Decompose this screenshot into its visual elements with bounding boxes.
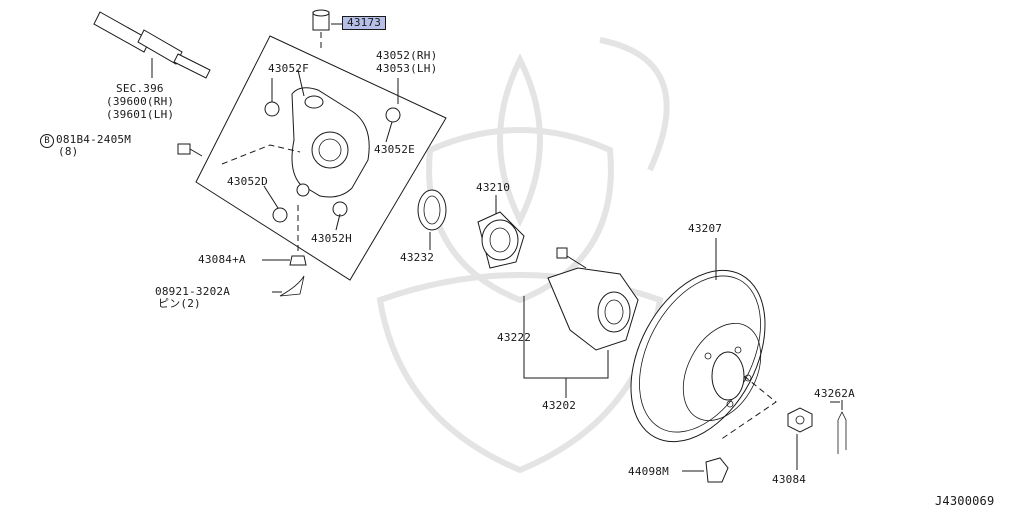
seal-43232 — [417, 189, 447, 231]
pin-quantity: ピン(2) — [158, 297, 201, 310]
part-label-43173[interactable]: 43173 — [342, 16, 387, 30]
section-label-396[interactable]: SEC.396 — [116, 82, 164, 95]
knuckle — [291, 87, 370, 198]
bushing-group — [264, 101, 401, 223]
part-label-43052-rh[interactable]: 43052(RH) — [376, 49, 438, 62]
cotter-pin-43262a — [837, 400, 847, 454]
diagram-id: J4300069 — [935, 494, 995, 508]
part-label-43207[interactable]: 43207 — [688, 222, 723, 235]
part-label-43210[interactable]: 43210 — [476, 181, 511, 194]
nut-43084 — [787, 407, 813, 470]
part-label-43053-lh[interactable]: 43053(LH) — [376, 62, 438, 75]
part-label-43202[interactable]: 43202 — [542, 399, 577, 412]
grommet-43173 — [312, 9, 342, 52]
bushing-44098m — [682, 457, 729, 483]
bearing-43210 — [477, 211, 525, 269]
part-label-43262a[interactable]: 43262A — [814, 387, 855, 400]
section-lh-label: (39601(LH) — [106, 108, 175, 121]
leader-lines — [262, 69, 840, 403]
watermark-emblem — [376, 37, 670, 474]
part-label-08921-3202a[interactable]: 08921-3202A — [155, 285, 231, 298]
part-label-43084a[interactable]: 43084+A — [198, 253, 246, 266]
part-label-43222[interactable]: 43222 — [497, 331, 532, 344]
part-label-43052f[interactable]: 43052F — [268, 62, 309, 75]
drive-shaft — [93, 11, 211, 79]
lower-nut-and-pin — [279, 205, 307, 297]
part-label-43052e[interactable]: 43052E — [374, 143, 415, 156]
hub-43222 — [547, 247, 639, 351]
knuckle-box-outline — [195, 35, 447, 281]
bolt-prefix-circle: B — [40, 134, 54, 148]
part-label-43052d[interactable]: 43052D — [227, 175, 268, 188]
rotor-43207 — [630, 238, 777, 443]
part-label-43052h[interactable]: 43052H — [311, 232, 352, 245]
section-rh-label: (39600(RH) — [106, 95, 175, 108]
part-label-43232[interactable]: 43232 — [400, 251, 435, 264]
part-label-081b4-2405m[interactable]: 081B4-2405M — [56, 133, 132, 146]
part-label-43084[interactable]: 43084 — [772, 473, 807, 486]
bolt-081b4 — [177, 143, 301, 165]
bolt-quantity: (8) — [58, 145, 79, 158]
part-label-44098m[interactable]: 44098M — [628, 465, 669, 478]
